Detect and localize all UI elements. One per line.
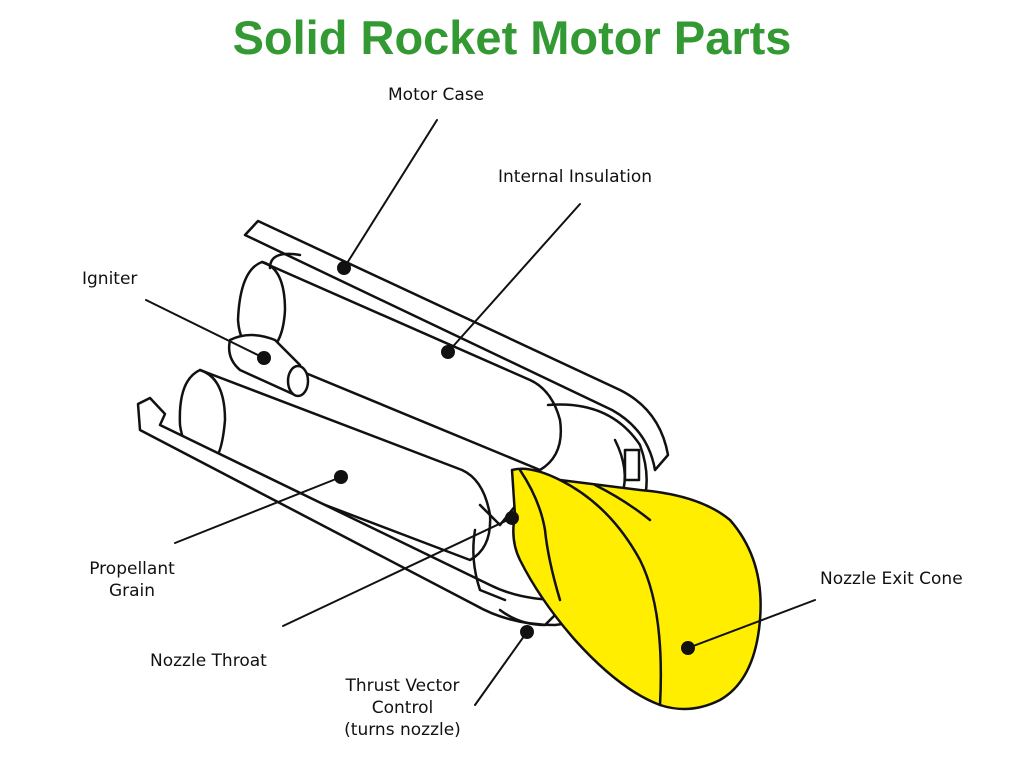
label-thrust-vector-control: Thrust Vector Control (turns nozzle) [325,675,480,741]
dot-propellant-grain [334,470,348,484]
leader-thrust-vector-control [474,631,528,706]
label-igniter: Igniter [82,269,138,289]
label-nozzle-throat: Nozzle Throat [150,651,267,671]
label-tvc-line1: Thrust Vector [345,676,460,696]
leader-igniter [145,299,265,359]
motor-case-upper [243,219,670,472]
label-tvc-line3: (turns nozzle) [344,720,461,740]
leader-motor-case [343,119,438,269]
label-tvc-line2: Control [371,698,434,718]
label-propellant-grain: Propellant Grain [74,558,190,602]
label-internal-insulation: Internal Insulation [498,167,653,187]
label-propellant-grain-line1: Propellant [89,559,175,579]
dot-internal-insulation [441,345,455,359]
page-title: Solid Rocket Motor Parts [232,11,792,64]
propellant-cylinder-lower [178,368,492,562]
dot-nozzle-throat [505,511,519,525]
leader-internal-insulation [447,203,581,353]
leader-nozzle-exit-cone [687,599,816,649]
leader-nozzle-throat [282,517,513,627]
nozzle-exit-cone [510,467,762,711]
dot-igniter [257,351,271,365]
label-propellant-grain-line2: Grain [108,581,156,601]
dot-nozzle-exit-cone [681,641,695,655]
label-nozzle-exit-cone: Nozzle Exit Cone [820,569,963,589]
leader-propellant-grain [174,476,342,544]
dot-motor-case [337,261,351,275]
label-motor-case: Motor Case [388,85,485,105]
dot-thrust-vector-control [520,625,534,639]
propellant-cylinder-upper [236,260,563,472]
